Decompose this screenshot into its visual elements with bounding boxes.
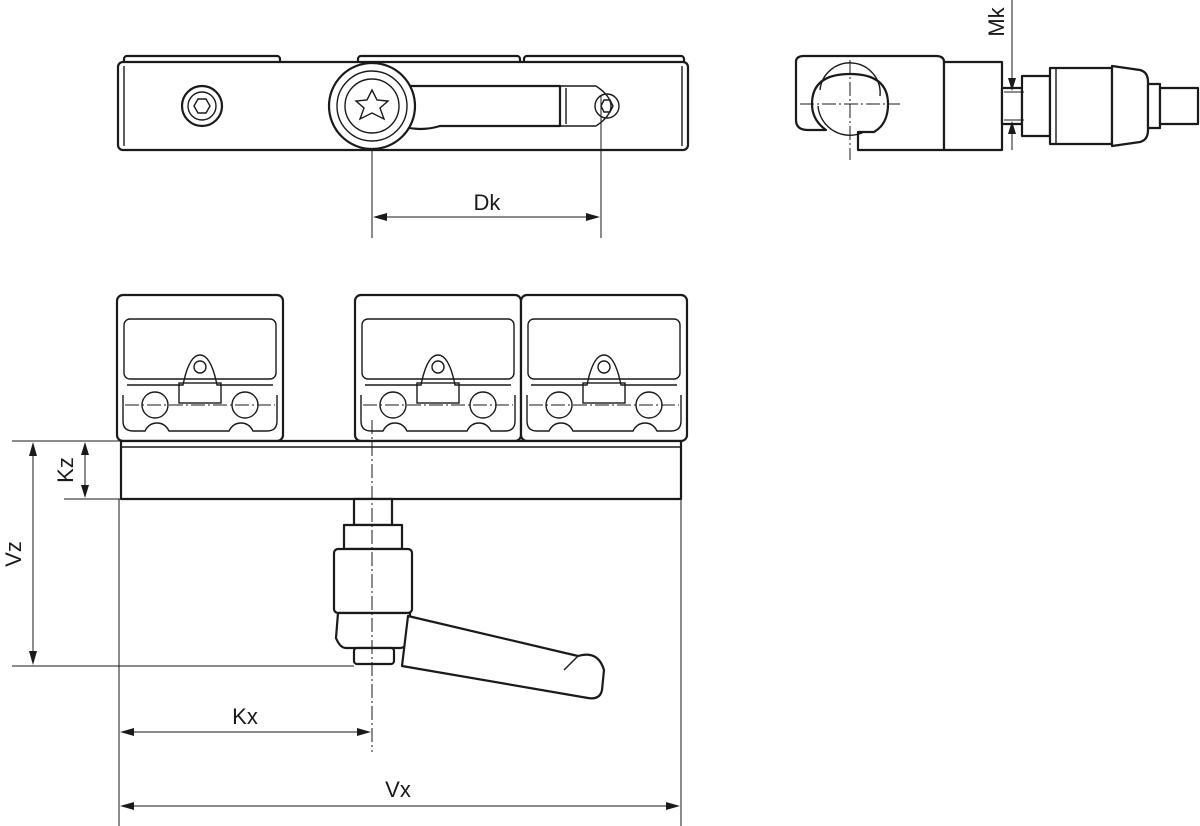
- dim-label-kz: Kz: [53, 457, 78, 483]
- side-view: Mk: [794, 0, 1200, 160]
- dim-label-vz: Vz: [1, 541, 26, 567]
- side-grip-tip: [1158, 86, 1200, 126]
- side-bracket: [794, 54, 946, 152]
- side-grip-cone: [1110, 64, 1150, 148]
- dim-label-vx: Vx: [385, 777, 411, 802]
- mounting-rail: [119, 439, 683, 501]
- dim-label-dk: Dk: [474, 190, 502, 215]
- sensor-module-left: [115, 293, 285, 443]
- hex-socket-screw-icon: [180, 84, 224, 128]
- front-view: Kz Vz Kx Vx: [1, 293, 689, 826]
- dim-label-mk: Mk: [984, 6, 1009, 36]
- side-grip-ring: [1146, 82, 1162, 130]
- dim-label-kx: Kx: [232, 704, 258, 729]
- clamp-handle-assembly: [332, 497, 606, 700]
- top-view: Dk: [116, 54, 690, 238]
- side-grip-collar: [1020, 74, 1052, 138]
- side-thread-stub: [1000, 86, 1024, 126]
- side-clamp-block: [942, 60, 1004, 152]
- sensor-module-right: [519, 293, 689, 443]
- torx-clamp-screw-icon: [327, 61, 417, 151]
- side-grip-body: [1048, 66, 1114, 146]
- clamp-lever-front: [400, 614, 606, 700]
- sensor-module-middle: [353, 293, 523, 443]
